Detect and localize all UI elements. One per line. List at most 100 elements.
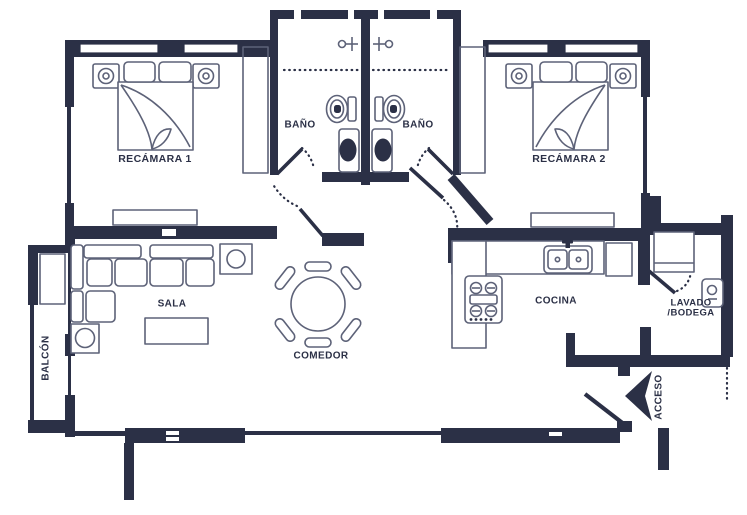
sofa-icon-part bbox=[86, 258, 113, 287]
kitchen-sink-icon-part bbox=[575, 256, 582, 263]
wall-notches bbox=[162, 10, 562, 441]
comedor-label: COMEDOR bbox=[293, 350, 349, 362]
lavado-bodega-label: LAVADO /BODEGA bbox=[667, 298, 715, 320]
bed-1-icon-part bbox=[197, 67, 215, 85]
washer-icon-part bbox=[653, 231, 695, 273]
bath-sink-icon bbox=[371, 128, 393, 173]
side-table-lamp-icon bbox=[219, 243, 253, 275]
dresser-2 bbox=[530, 212, 615, 228]
walls-part bbox=[453, 10, 461, 175]
sofa-icon-part bbox=[70, 244, 84, 290]
bed-2-icon-part bbox=[535, 84, 606, 148]
bed-2-icon-part bbox=[609, 63, 637, 89]
bed-2-icon-part bbox=[505, 63, 533, 89]
bed-1-icon-part bbox=[192, 63, 220, 89]
recamara2-label: RECÁMARA 2 bbox=[532, 153, 606, 166]
balcon-label: BALCÓN bbox=[40, 335, 52, 381]
wall-notches-part bbox=[378, 10, 384, 19]
walls-part bbox=[643, 97, 647, 193]
stove-icon-part bbox=[469, 318, 473, 321]
walls-part bbox=[65, 228, 75, 252]
bed-2-icon-part bbox=[515, 72, 523, 80]
walls-part bbox=[441, 428, 620, 443]
wall-notches-part bbox=[166, 431, 179, 435]
bed-2-icon-part bbox=[554, 128, 575, 150]
toilet-icon-part bbox=[374, 96, 384, 122]
toilet-icon-part bbox=[334, 105, 341, 113]
shower-icon bbox=[337, 37, 358, 51]
walls-part bbox=[270, 10, 278, 175]
walls-part bbox=[566, 355, 730, 367]
cocina-label: COCINA bbox=[535, 295, 577, 307]
shower-icon bbox=[373, 37, 394, 51]
stove-icon-part bbox=[469, 281, 483, 295]
stove-icon-part bbox=[479, 318, 483, 321]
shower-icon-part bbox=[384, 39, 394, 49]
dining-table-icon-part bbox=[290, 276, 346, 332]
bed-1-icon-part bbox=[123, 61, 156, 83]
bed-1-icon bbox=[92, 61, 220, 151]
walls-part bbox=[658, 428, 669, 470]
door-swings-part bbox=[583, 392, 631, 430]
walls-part bbox=[124, 443, 134, 500]
bano2-label: BAÑO bbox=[402, 119, 434, 131]
acceso-label: ACCESO bbox=[653, 374, 665, 420]
dining-table-icon bbox=[274, 261, 362, 348]
door-swings-part bbox=[272, 184, 299, 208]
stove-icon-part bbox=[484, 304, 498, 318]
chamfer-wall bbox=[447, 174, 494, 225]
bed-2-icon bbox=[505, 61, 637, 151]
kitchen-sink-icon-part bbox=[554, 256, 561, 263]
walls-part bbox=[369, 172, 409, 182]
bedroom-windows-part bbox=[564, 43, 639, 54]
closet-1 bbox=[242, 46, 269, 174]
stove-icon-part bbox=[484, 281, 498, 295]
bano1-label: BAÑO bbox=[284, 119, 316, 131]
closet-2 bbox=[459, 46, 486, 174]
door-swings-part bbox=[275, 147, 304, 176]
bed-1-icon-part bbox=[120, 84, 191, 148]
door-swings-part bbox=[415, 146, 431, 171]
bed-2-icon-part bbox=[573, 84, 606, 150]
dining-table-icon-part bbox=[340, 318, 362, 342]
door-swings-part bbox=[300, 146, 316, 171]
bed-2-icon-part bbox=[510, 67, 528, 85]
bathroom-2-fixtures bbox=[371, 37, 449, 173]
wall-notches-part bbox=[294, 10, 301, 19]
bed-2-icon-part bbox=[619, 72, 627, 80]
side-table-lamp-icon bbox=[70, 323, 100, 354]
sofa-icon-part bbox=[149, 258, 184, 287]
toilet-icon-part bbox=[386, 99, 402, 119]
walls-part bbox=[65, 203, 74, 237]
walls-part bbox=[361, 10, 370, 185]
bed-1-icon-part bbox=[158, 61, 192, 83]
walls-part bbox=[322, 172, 362, 182]
walls-part bbox=[65, 40, 74, 107]
recamara1-label: RECÁMARA 1 bbox=[118, 153, 192, 166]
wall-notches-part bbox=[430, 10, 437, 19]
shower-icon-part bbox=[337, 39, 347, 49]
walls-part bbox=[638, 228, 650, 285]
toilet-icon-part bbox=[347, 96, 357, 122]
walls-part bbox=[721, 215, 733, 357]
door-swings-part bbox=[442, 198, 459, 233]
stove-icon-part bbox=[469, 294, 498, 305]
bedroom-windows-part bbox=[183, 43, 239, 54]
dresser-1 bbox=[112, 209, 198, 226]
bed-1-icon-part bbox=[92, 63, 120, 89]
stove-icon-part bbox=[474, 318, 478, 321]
kitchen-sink-icon-part bbox=[568, 249, 589, 270]
kitchen-sink-icon-part bbox=[565, 243, 570, 248]
lavado-line2: /BODEGA bbox=[667, 308, 715, 319]
bed-1-icon-part bbox=[120, 84, 153, 150]
bed-2-icon-part bbox=[614, 67, 632, 85]
bath-sink-icon-part bbox=[339, 138, 357, 162]
kitchen-sink-icon-part bbox=[547, 249, 568, 270]
bath-sink-icon bbox=[338, 128, 360, 173]
wall-notches-part bbox=[162, 229, 176, 236]
bedroom-windows-part bbox=[487, 43, 549, 54]
door-swings-part bbox=[408, 166, 445, 200]
wall-notches-part bbox=[348, 10, 354, 19]
walls-part bbox=[125, 428, 245, 443]
